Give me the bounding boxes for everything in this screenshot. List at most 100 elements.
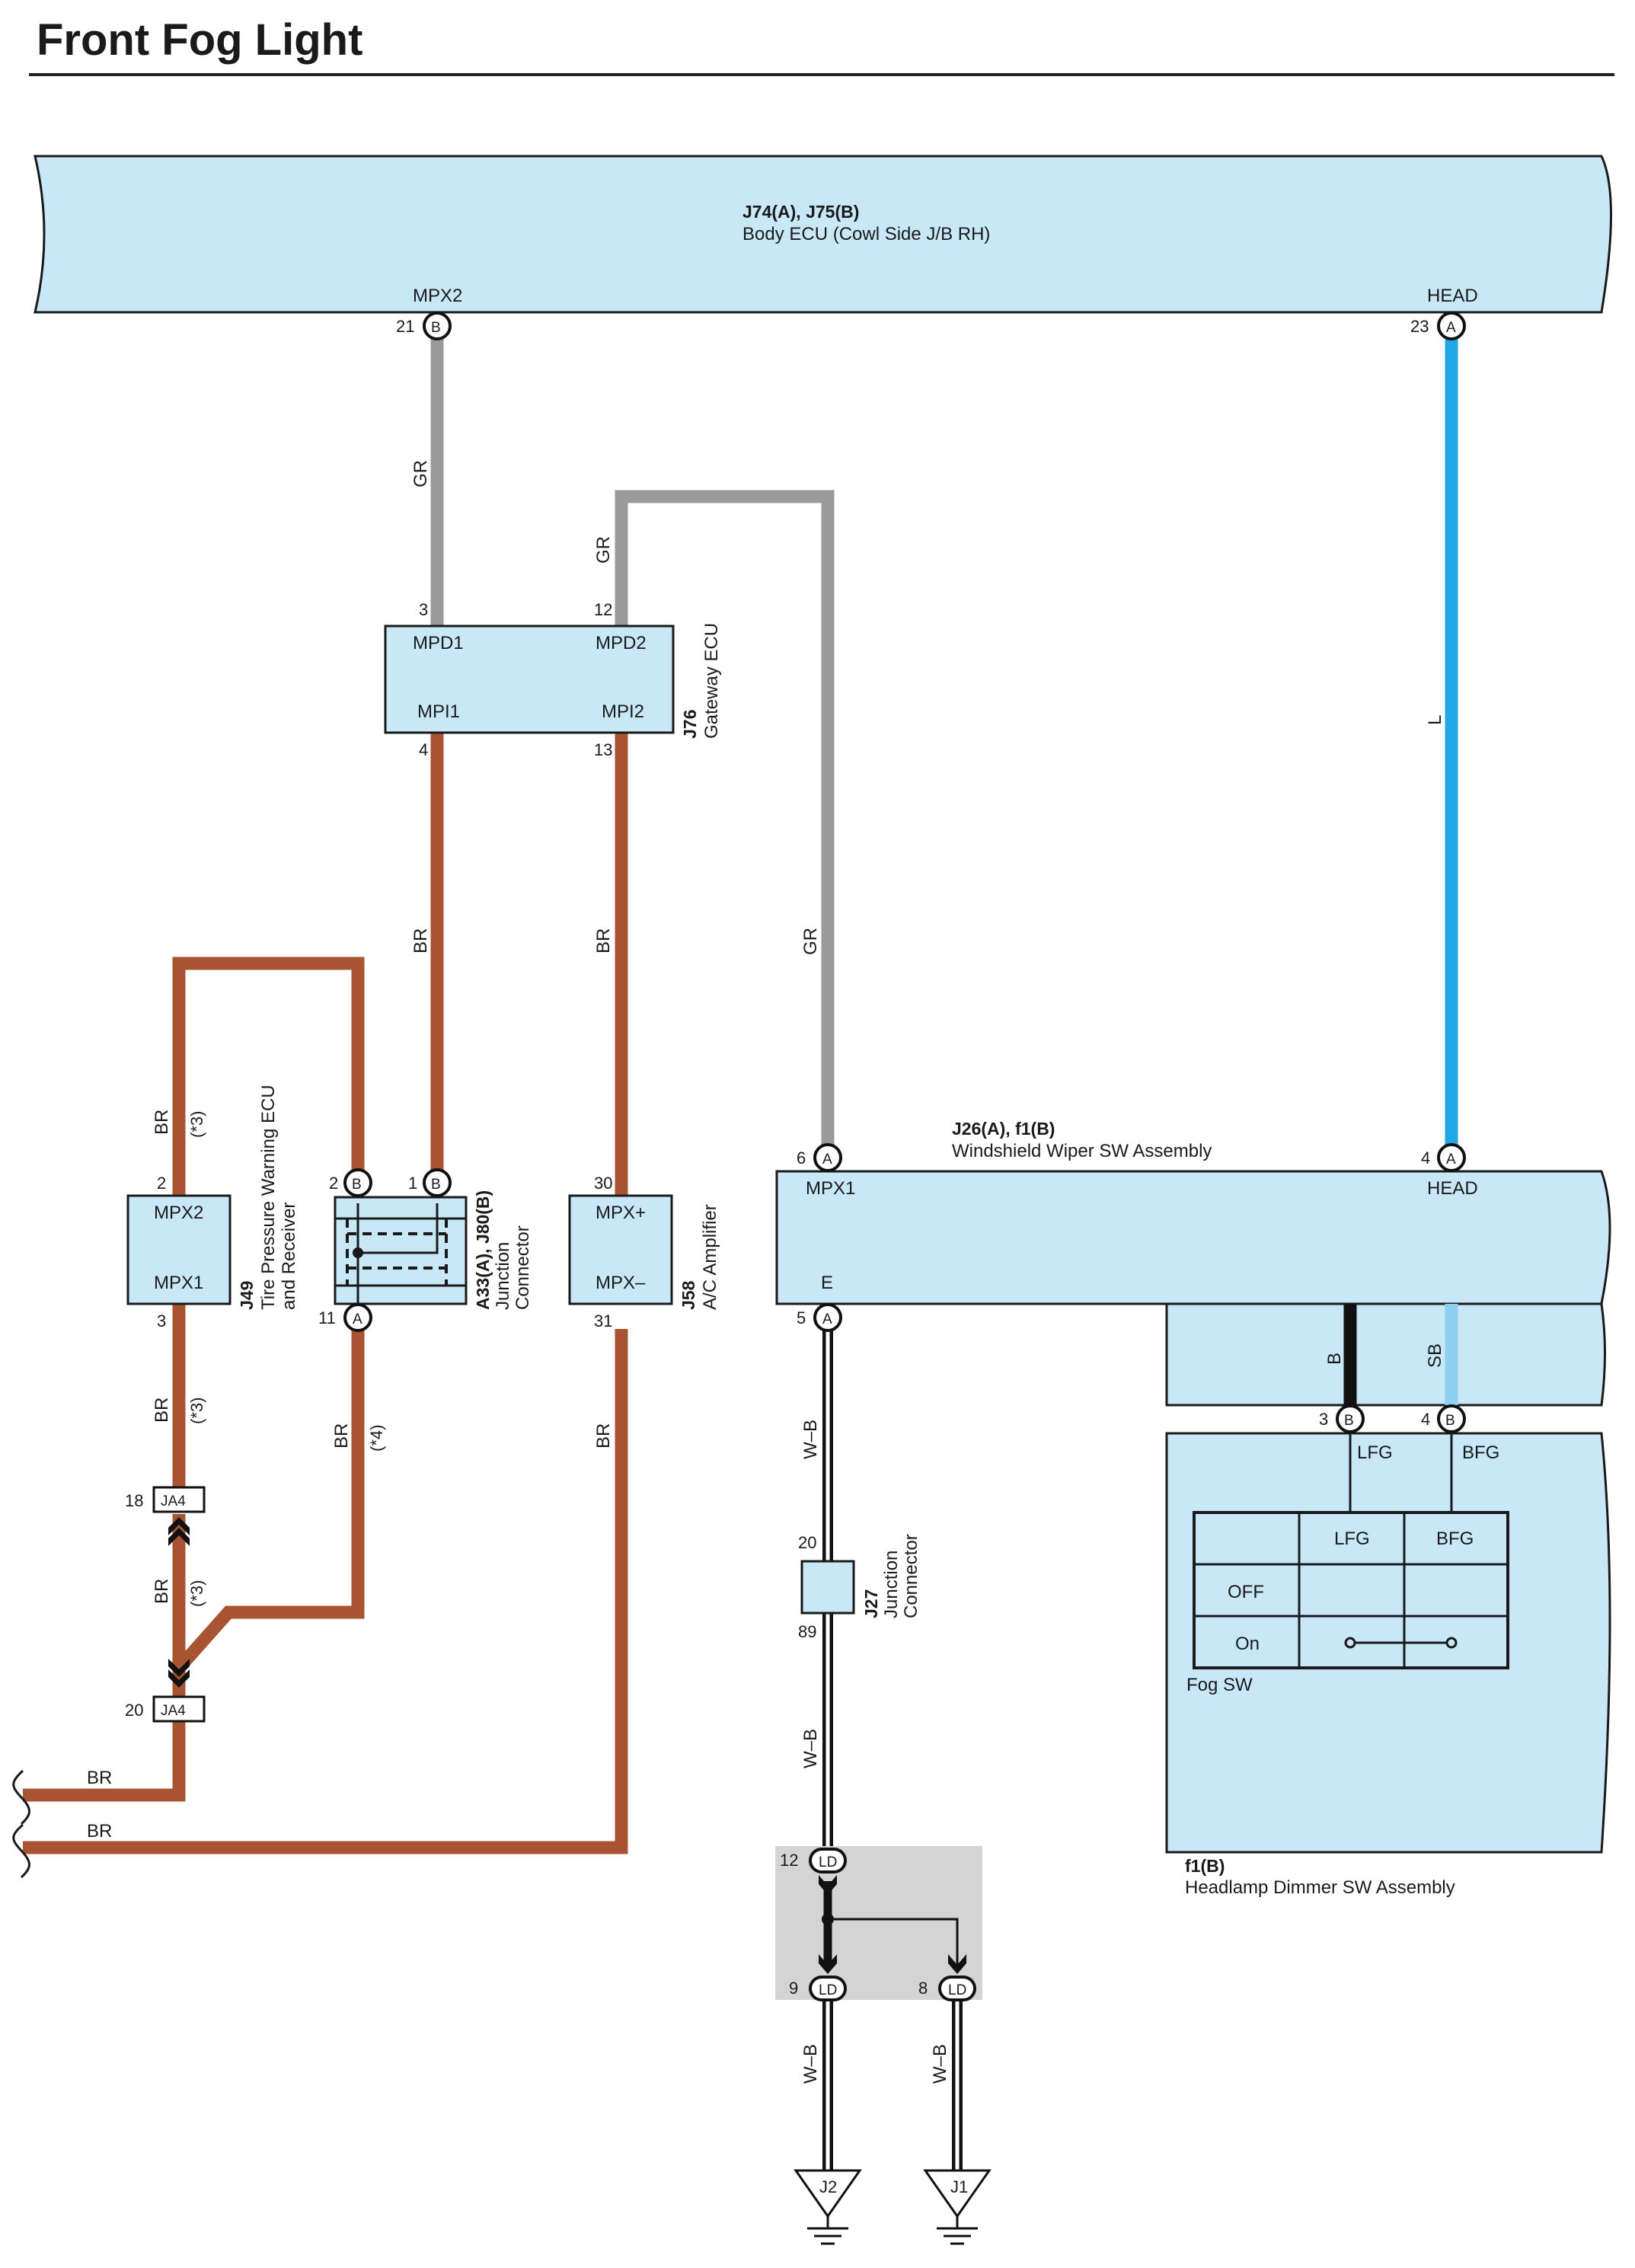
pin-ld-9: 9 — [789, 1979, 798, 1998]
pin-marker-ecu-23: A — [1437, 311, 1466, 340]
ld-arrow — [819, 1954, 837, 1974]
wire-label-wb: W–B — [930, 2044, 950, 2084]
wire-label-l: L — [1425, 715, 1445, 725]
ground-symbol-j1 — [923, 2169, 992, 2245]
wire-label-br: BR — [593, 1423, 614, 1449]
ja4-arrow — [168, 1528, 190, 1546]
pin-marker-junction-2: B — [343, 1168, 372, 1197]
connector-ja4-18 — [152, 1486, 206, 1513]
wire-label-sb: SB — [1425, 1343, 1445, 1368]
wire-label-wb: W–B — [800, 2044, 821, 2084]
pin-junction-11: 11 — [318, 1308, 336, 1327]
pin-ld-12: 12 — [780, 1851, 798, 1870]
ac-mpx-plus: MPX+ — [596, 1203, 646, 1223]
pin-junction-2: 2 — [329, 1174, 338, 1193]
fog-sw-col-lfg: LFG — [1334, 1529, 1370, 1549]
ja4-arrow — [168, 1659, 190, 1677]
wiper-mpx1: MPX1 — [806, 1178, 855, 1199]
wire-note-4: (*4) — [367, 1425, 386, 1452]
body-ecu-terminal-head: HEAD — [1427, 286, 1478, 306]
tpms-id: J49 — [237, 1281, 257, 1310]
dimmer-lfg-label: LFG — [1357, 1442, 1393, 1463]
pin-ld-8: 8 — [918, 1979, 928, 1998]
wire-label-br: BR — [152, 1110, 172, 1135]
svg-text:B: B — [352, 1177, 362, 1193]
pin-j27-89: 89 — [798, 1622, 816, 1641]
pin-marker-junction-11: A — [343, 1303, 372, 1332]
wiper-sw-box — [775, 1170, 1611, 1305]
pin-marker-ecu-21: B — [423, 311, 452, 340]
dimmer-bfg-label: BFG — [1462, 1442, 1499, 1463]
ld-connector-code: LD — [819, 1854, 837, 1870]
ld-connector-code: LD — [948, 1982, 966, 1998]
junction-internal-wire — [358, 1203, 439, 1254]
pin-gateway-12: 12 — [594, 600, 612, 619]
gateway-ecu-box — [384, 624, 675, 734]
wire-br-ja4-out — [23, 1721, 186, 1802]
body-ecu-name: Body ECU (Cowl Side J/B RH) — [742, 224, 990, 244]
pin-ecu-21: 21 — [396, 317, 414, 336]
pin-wiper-4: 4 — [1421, 1148, 1430, 1168]
wire-label-gr: GR — [410, 460, 431, 487]
wire-gr-gateway-to-wiper — [615, 490, 835, 1147]
wiper-sw-name: Windshield Wiper SW Assembly — [952, 1141, 1212, 1161]
ld-connector-code: LD — [819, 1982, 837, 1998]
pin-marker-dimmer-3: B — [1336, 1404, 1365, 1433]
pin-gateway-13: 13 — [594, 740, 612, 759]
connector-ja4-20-code: JA4 — [161, 1703, 186, 1719]
ground-j1-label: J1 — [950, 2177, 968, 2196]
wire-label-gr: GR — [800, 928, 821, 955]
gateway-ecu-id: J76 — [680, 710, 700, 739]
dimmer-sw-name: Headlamp Dimmer SW Assembly — [1185, 1877, 1455, 1898]
wire-note-3: (*3) — [187, 1398, 206, 1424]
wiper-e: E — [821, 1273, 833, 1293]
fog-sw-row-on: On — [1235, 1634, 1260, 1654]
svg-text:A: A — [353, 1311, 362, 1327]
ld-connector-8 — [938, 1976, 976, 2001]
pin-wiper-5: 5 — [797, 1308, 806, 1327]
pin-marker-dimmer-4: B — [1437, 1404, 1466, 1433]
body-ecu-id: J74(A), J75(B) — [742, 202, 859, 222]
wire-label-br: BR — [87, 1768, 112, 1788]
ground-j2-label: J2 — [819, 2177, 837, 2196]
gateway-mpi1: MPI1 — [417, 701, 460, 722]
fog-sw-row-off: OFF — [1228, 1582, 1264, 1602]
ac-mpx-minus: MPX– — [596, 1273, 646, 1293]
pin-marker-junction-1: B — [423, 1168, 452, 1197]
page-title: Front Fog Light — [37, 15, 362, 65]
svg-text:A: A — [1446, 320, 1456, 336]
wiper-head: HEAD — [1427, 1178, 1478, 1199]
ld-arrow — [948, 1954, 966, 1974]
pin-j27-20: 20 — [798, 1533, 816, 1552]
pin-ac-30: 30 — [594, 1174, 612, 1193]
wire-br-junction-to-tpms — [172, 957, 365, 1196]
ja4-arrow — [168, 1669, 190, 1688]
pin-dimmer-4: 4 — [1421, 1410, 1430, 1429]
ld-connector-9 — [809, 1976, 847, 2001]
junction-a33-name-1: Junction — [493, 1242, 513, 1310]
tpms-ecu-box — [126, 1194, 232, 1305]
pin-gateway-4: 4 — [419, 740, 428, 759]
pin-junction-1: 1 — [408, 1174, 417, 1193]
dimmer-sw-id: f1(B) — [1185, 1856, 1225, 1876]
junction-j27-name-2: Connector — [901, 1534, 921, 1618]
wire-label-br: BR — [87, 1821, 112, 1842]
svg-text:A: A — [822, 1311, 832, 1327]
wire-label-br: BR — [593, 928, 614, 954]
pin-wiper-6: 6 — [797, 1148, 806, 1168]
body-ecu-box — [34, 155, 1612, 314]
wire-label-br: BR — [152, 1579, 172, 1604]
junction-j27-name-1: Junction — [881, 1551, 902, 1618]
tpms-mpx2: MPX2 — [154, 1203, 203, 1223]
gateway-mpi2: MPI2 — [602, 701, 644, 722]
wire-br-ac-out — [23, 1329, 628, 1854]
fog-sw-caption: Fog SW — [1186, 1675, 1253, 1695]
tpms-mpx1: MPX1 — [154, 1273, 203, 1293]
pin-dimmer-3: 3 — [1319, 1410, 1328, 1429]
wire-break-mark — [12, 1769, 30, 1826]
wire-label-b: B — [1324, 1353, 1345, 1365]
junction-j27-id: J27 — [861, 1589, 881, 1618]
pin-marker-wiper-4: A — [1437, 1143, 1466, 1172]
svg-text:B: B — [1344, 1413, 1354, 1429]
pin-ac-31: 31 — [594, 1311, 612, 1330]
